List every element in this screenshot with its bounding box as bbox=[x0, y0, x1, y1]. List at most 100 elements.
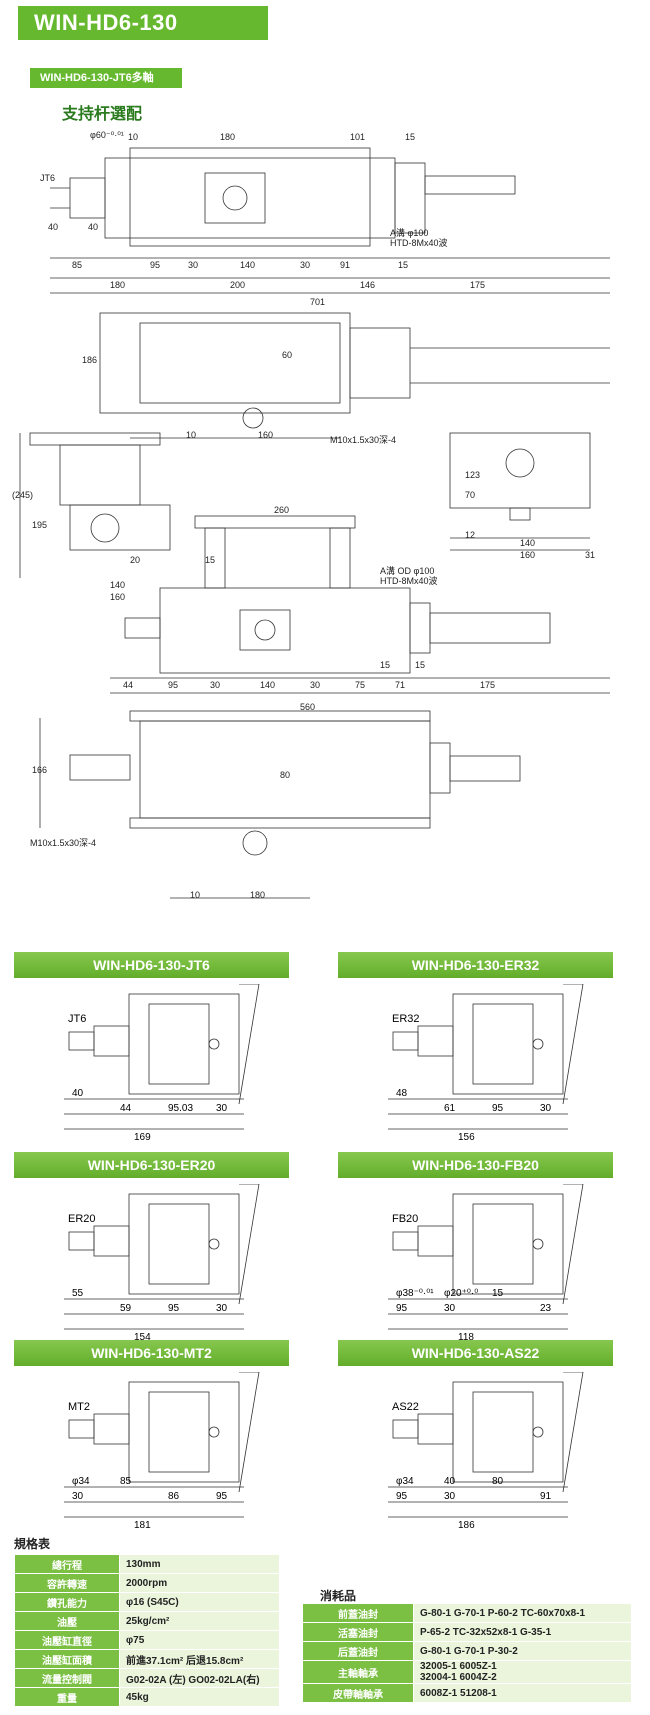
dimension-dims1-14: 200 bbox=[230, 280, 245, 290]
variant-label-1: ER32 bbox=[392, 1013, 420, 1025]
variant-dimension-3-2: 15 bbox=[492, 1288, 504, 1299]
variant-label-4: MT2 bbox=[68, 1401, 90, 1413]
spec-key: 重量 bbox=[14, 1687, 120, 1707]
variant-header-1: WIN-HD6-130-ER32 bbox=[338, 952, 613, 978]
dimension-dims3-12: 31 bbox=[585, 550, 595, 560]
variant-label-2: ER20 bbox=[68, 1213, 96, 1225]
dimension-dims2-2: 10 bbox=[186, 430, 196, 440]
dimension-dims1-3: 15 bbox=[405, 132, 415, 142]
variant-dimension-4-4: 30 bbox=[72, 1491, 84, 1502]
dimension-dims4-9: 175 bbox=[480, 680, 495, 690]
spec-key: 油壓缸面積 bbox=[14, 1649, 120, 1669]
variant-dimension-3-4: 95 bbox=[396, 1303, 408, 1314]
consumables-title: 消耗品 bbox=[320, 1589, 357, 1603]
variant-header-4: WIN-HD6-130-MT2 bbox=[14, 1340, 289, 1366]
variant-dimension-2-2: 95 bbox=[168, 1303, 180, 1314]
spec-row: 油壓缸面積前進37.1cm² 后退15.8cm² bbox=[14, 1649, 280, 1669]
consumable-value: 6008Z-1 51208-1 bbox=[413, 1683, 632, 1703]
variant-dimension-0-1: 44 bbox=[120, 1103, 132, 1114]
dimension-dims2-3: 160 bbox=[258, 430, 273, 440]
variant-dimension-4-1: 85 bbox=[120, 1476, 132, 1487]
m10-label: M10x1.5x30深-4 bbox=[330, 435, 396, 445]
consumable-key: 前蓋油封 bbox=[302, 1603, 414, 1623]
dimension-dims4-10: 560 bbox=[300, 702, 315, 712]
dimension-dims3-11: 160 bbox=[520, 550, 535, 560]
dimension-dims3-7: 123 bbox=[465, 470, 480, 480]
page-title: WIN-HD6-130 bbox=[18, 6, 268, 40]
dimension-dims3-6: 15 bbox=[205, 555, 215, 565]
dimension-dims2-0: 186 bbox=[82, 355, 97, 365]
variant-dimension-5-3: 91 bbox=[540, 1491, 552, 1502]
consumable-key: 主軸軸承 bbox=[302, 1660, 414, 1684]
spec-value: 45kg bbox=[119, 1687, 280, 1707]
spec-key: 油壓缸直徑 bbox=[14, 1630, 120, 1650]
variant-dimension-2-3: 30 bbox=[216, 1303, 228, 1314]
variant-label-0: JT6 bbox=[68, 1013, 86, 1025]
support-rod-note: 支持杆選配 bbox=[62, 106, 143, 123]
consumable-value: P-65-2 TC-32x52x8-1 G-35-1 bbox=[413, 1622, 632, 1642]
variant-drawing-2: ER20 55 59 95 30 154 bbox=[64, 1184, 260, 1343]
variant-dimension-1-1: 61 bbox=[444, 1103, 456, 1114]
variant-dimension-3-3: 23 bbox=[540, 1303, 552, 1314]
m10b-label: M10x1.5x30深-4 bbox=[30, 838, 96, 848]
dimension-dims4-2: 44 bbox=[123, 680, 133, 690]
variant-dimension-4-3: 95 bbox=[216, 1491, 228, 1502]
spec-key: 流量控制閥 bbox=[14, 1668, 120, 1688]
dimension-dims1-13: 180 bbox=[110, 280, 125, 290]
dimension-dims5-2: 10 bbox=[190, 890, 200, 900]
dimension-dims5-3: 180 bbox=[250, 890, 265, 900]
spec-value: 前進37.1cm² 后退15.8cm² bbox=[119, 1649, 280, 1669]
consumable-value: G-80-1 G-70-1 P-60-2 TC-60x70x8-1 bbox=[413, 1603, 632, 1623]
spec-table-title: 規格表 bbox=[14, 1537, 51, 1551]
dimension-dims5-1: 80 bbox=[280, 770, 290, 780]
dimension-dims3-9: 12 bbox=[465, 530, 475, 540]
consumable-key: 后蓋油封 bbox=[302, 1641, 414, 1661]
variant-dimension-4-0: φ34 bbox=[72, 1476, 90, 1487]
dimension-dims1-17: 701 bbox=[310, 297, 325, 307]
dimension-dims3-10: 140 bbox=[520, 538, 535, 548]
dimension-dims1-10: 30 bbox=[300, 260, 310, 270]
variant-dimension-2-0: 55 bbox=[72, 1288, 84, 1299]
dimension-dims3-5: 260 bbox=[274, 505, 289, 515]
phi60-label: φ60⁻⁰·⁰¹ bbox=[90, 130, 124, 140]
dimension-dims4-6: 30 bbox=[310, 680, 320, 690]
dimension-dims1-15: 146 bbox=[360, 280, 375, 290]
variant-dimension-2-4: 154 bbox=[134, 1332, 151, 1343]
dimension-dims4-1: 15 bbox=[415, 660, 425, 670]
variant-dimension-4-5: 181 bbox=[134, 1520, 151, 1531]
variant-dimension-0-2: 95.03 bbox=[168, 1103, 193, 1114]
variant-header-5: WIN-HD6-130-AS22 bbox=[338, 1340, 613, 1366]
spec-value: 2000rpm bbox=[119, 1573, 280, 1593]
variant-header-3: WIN-HD6-130-FB20 bbox=[338, 1152, 613, 1178]
dimension-dims4-8: 71 bbox=[395, 680, 405, 690]
dimension-dims4-5: 140 bbox=[260, 680, 275, 690]
variant-dimension-5-1: 40 bbox=[444, 1476, 456, 1487]
spec-value: G02-02A (左) GO02-02LA(右) bbox=[119, 1668, 280, 1688]
variant-dimension-0-0: 40 bbox=[72, 1088, 84, 1099]
model-subtitle: WIN-HD6-130-JT6多軸 bbox=[30, 68, 182, 88]
dimension-dims1-7: 95 bbox=[150, 260, 160, 270]
consumable-value: G-80-1 G-70-1 P-30-2 bbox=[413, 1641, 632, 1661]
dimension-dims4-4: 30 bbox=[210, 680, 220, 690]
dimension-dims3-3: 140 bbox=[110, 580, 125, 590]
dimension-dims1-4: 40 bbox=[48, 222, 58, 232]
spec-value: 130mm bbox=[119, 1554, 280, 1574]
dimension-dims3-2: 20 bbox=[130, 555, 140, 565]
variant-dimension-5-0: φ34 bbox=[396, 1476, 414, 1487]
variant-dimension-2-1: 59 bbox=[120, 1303, 132, 1314]
a-groove-label: A溝 φ100 bbox=[390, 227, 428, 238]
